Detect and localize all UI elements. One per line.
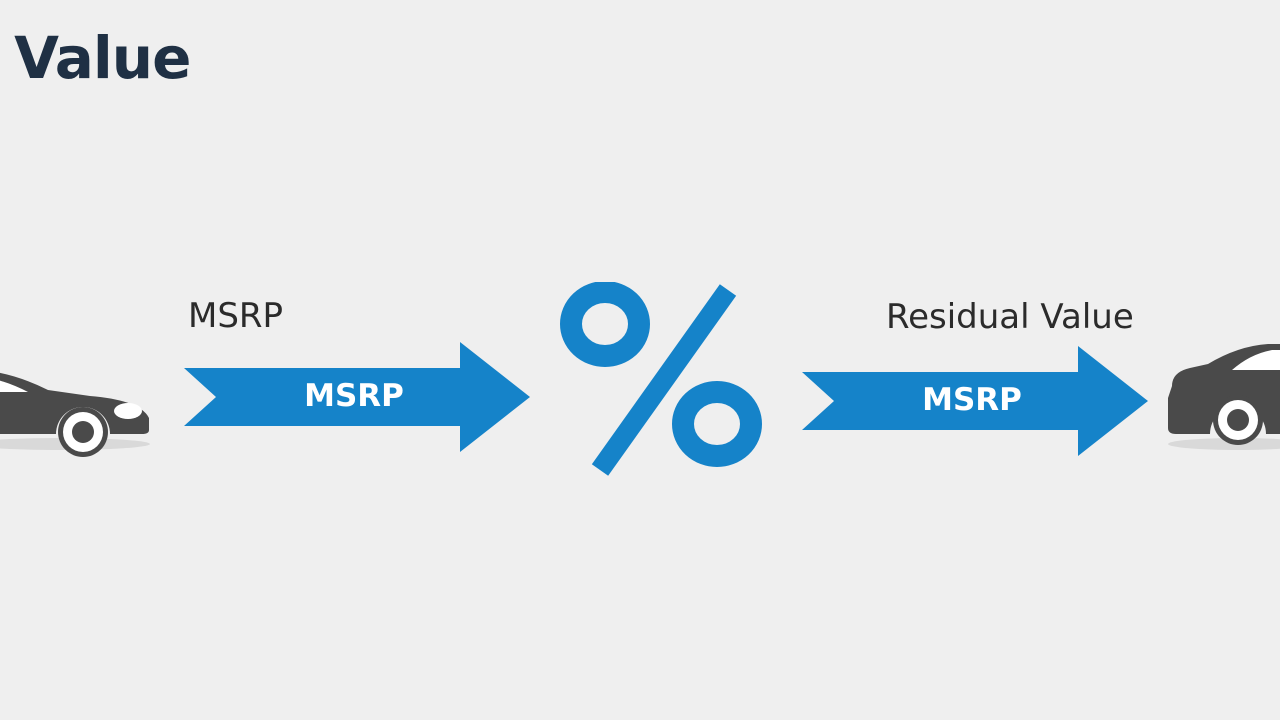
msrp-arrow-text: MSRP xyxy=(304,378,404,414)
percent-icon xyxy=(560,281,770,482)
residual-value-label: Residual Value xyxy=(886,297,1134,337)
car-left-icon xyxy=(0,320,150,460)
msrp-arrow: MSRP xyxy=(184,342,530,452)
residual-value-arrow: MSRP xyxy=(802,346,1148,456)
diagram-title: l Value xyxy=(0,24,191,92)
msrp-label: MSRP xyxy=(188,296,284,336)
residual-arrow-text: MSRP xyxy=(922,382,1022,418)
car-right-icon xyxy=(1168,320,1280,460)
